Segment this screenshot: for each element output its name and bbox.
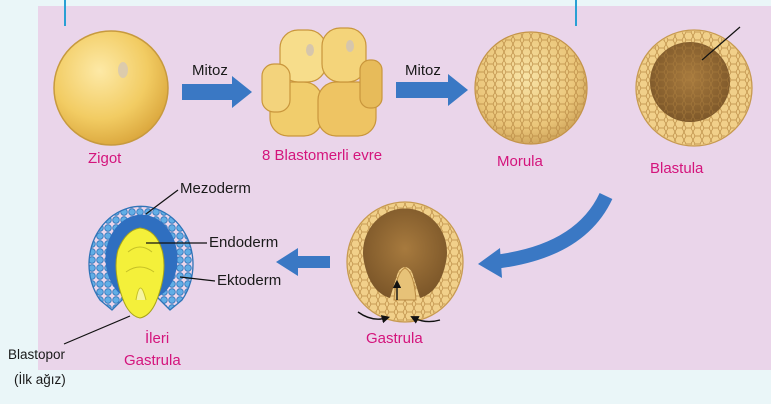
eight-cell-label: 8 Blastomerli evre xyxy=(262,147,383,164)
mitoz-arrow-2 xyxy=(396,74,468,106)
blastula-label: Blastula xyxy=(650,160,704,177)
zygote-illustration xyxy=(53,30,169,146)
advanced-gastrula-label-line2: Gastrula xyxy=(124,352,181,369)
frame-line-left xyxy=(64,0,66,26)
blastula-to-gastrula-arrow xyxy=(478,192,613,278)
morula-label: Morula xyxy=(497,153,543,170)
blastopor-sublabel: (İlk ağız) xyxy=(14,372,66,387)
eight-cell-illustration xyxy=(261,27,383,137)
mitoz-label-1: Mitoz xyxy=(192,62,228,79)
frame-line-right xyxy=(575,0,577,26)
blastopor-label: Blastopor xyxy=(8,347,66,362)
zigot-label: Zigot xyxy=(88,150,122,167)
advanced-gastrula-label-line1: İleri xyxy=(145,330,170,347)
morula-illustration xyxy=(474,31,588,145)
gastrula-label: Gastrula xyxy=(366,330,423,347)
blastula-illustration xyxy=(635,26,753,147)
mitoz-label-2: Mitoz xyxy=(405,62,441,79)
advanced-gastrula-illustration xyxy=(88,205,194,319)
label-leader-lines xyxy=(63,189,216,345)
mezoderm-label: Mezoderm xyxy=(180,180,251,197)
gastrula-to-advanced-arrow xyxy=(276,248,330,276)
mitoz-arrow-1 xyxy=(182,76,252,108)
endoderm-label: Endoderm xyxy=(209,234,279,251)
ektoderm-label: Ektoderm xyxy=(217,272,282,289)
gastrula-illustration xyxy=(346,201,464,324)
